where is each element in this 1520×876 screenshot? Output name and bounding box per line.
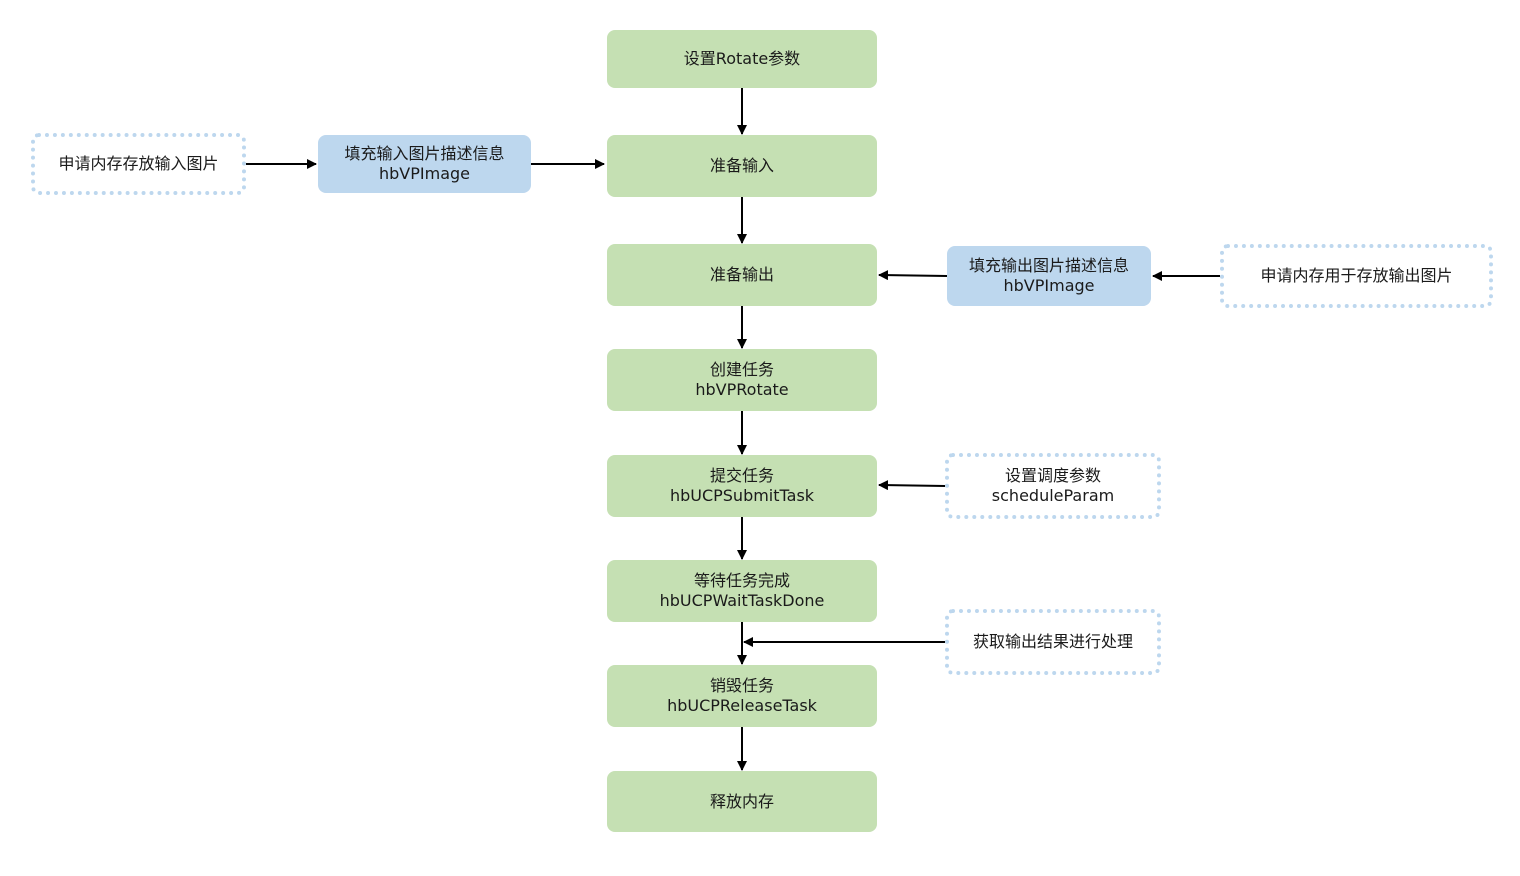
node-label: 创建任务 (709, 360, 774, 379)
node-api: scheduleParam (991, 486, 1115, 505)
node-set-rotate-params: 设置Rotate参数 (607, 30, 877, 88)
node-label: 等待任务完成 (693, 571, 790, 590)
node-label: 设置调度参数 (1004, 466, 1101, 485)
arrow-schedule-params-to-submit-task (878, 480, 946, 491)
node-alloc-output-memory: 申请内存用于存放输出图片 (1220, 244, 1493, 308)
node-api: hbVPImage (1003, 276, 1095, 295)
node-release-task: 销毁任务 hbUCPReleaseTask (607, 665, 877, 727)
node-label: 申请内存存放输入图片 (58, 154, 219, 173)
node-label: 准备输入 (709, 156, 774, 175)
node-api: hbUCPWaitTaskDone (659, 591, 825, 610)
node-fill-output-desc: 填充输出图片描述信息 hbVPImage (947, 246, 1151, 306)
node-get-output-result: 获取输出结果进行处理 (945, 609, 1161, 675)
node-label: 设置Rotate参数 (683, 49, 801, 68)
node-api: hbVPImage (379, 164, 470, 183)
node-set-schedule-params: 设置调度参数 scheduleParam (945, 453, 1161, 519)
node-prepare-output: 准备输出 (607, 244, 877, 306)
node-alloc-input-memory: 申请内存存放输入图片 (31, 133, 246, 195)
node-label: 获取输出结果进行处理 (972, 632, 1133, 651)
node-free-memory: 释放内存 (607, 771, 877, 832)
node-fill-input-desc: 填充输入图片描述信息 hbVPImage (318, 135, 531, 193)
node-prepare-input: 准备输入 (607, 135, 877, 197)
node-api: hbUCPSubmitTask (669, 486, 815, 505)
node-label: 填充输出图片描述信息 (968, 256, 1129, 275)
node-label: 准备输出 (709, 265, 774, 284)
node-label: 填充输入图片描述信息 (344, 144, 505, 163)
node-api: hbVPRotate (695, 380, 789, 399)
node-label: 释放内存 (709, 791, 774, 811)
arrow-fill-output-to-prepare-output (878, 270, 948, 281)
node-wait-task-done: 等待任务完成 hbUCPWaitTaskDone (607, 560, 877, 622)
node-label: 申请内存用于存放输出图片 (1260, 266, 1453, 285)
node-label: 销毁任务 (709, 676, 774, 695)
node-create-task: 创建任务 hbVPRotate (607, 349, 877, 411)
node-api: hbUCPReleaseTask (667, 696, 817, 715)
node-submit-task: 提交任务 hbUCPSubmitTask (607, 455, 877, 517)
node-label: 提交任务 (709, 466, 774, 485)
